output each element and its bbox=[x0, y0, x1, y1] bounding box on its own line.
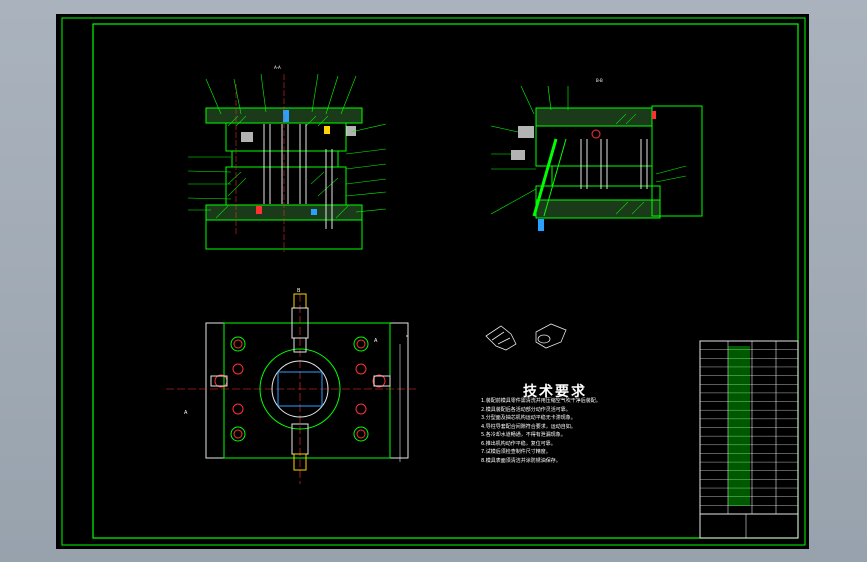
technical-requirements-title: 技术要求 bbox=[523, 384, 587, 400]
cad-viewport[interactable]: A-A bbox=[56, 14, 809, 549]
view-label-top-right: B-B bbox=[596, 78, 603, 83]
requirement-item: 6.推出机构动作平稳，复位可靠。 bbox=[481, 440, 556, 447]
requirement-item: 4.导柱导套配合间隙符合要求，运动自如。 bbox=[481, 423, 576, 430]
outer-frame bbox=[61, 17, 806, 546]
plan-view: B A A bbox=[166, 288, 416, 484]
inner-frame bbox=[92, 23, 799, 539]
mold-assembly-drawing: A-A bbox=[61, 17, 806, 546]
section-view-left: A-A bbox=[187, 65, 387, 252]
view-marker-a: A bbox=[374, 338, 378, 344]
requirement-item: 2.模具装配后各活动部分动作灵活可靠。 bbox=[481, 406, 571, 413]
view-marker-a2: A bbox=[184, 410, 188, 416]
requirement-item: 7.试模后须检查制件尺寸精度。 bbox=[481, 449, 551, 455]
view-label-top-left: A-A bbox=[274, 65, 281, 70]
requirement-item: 3.分型面及抽芯机构运动平稳无卡滞现象。 bbox=[481, 415, 576, 421]
product-sketches bbox=[485, 323, 567, 351]
requirement-item: 1.装配前模具零件需清洗并用压缩空气吹干净后装配。 bbox=[481, 398, 601, 404]
requirement-item: 8.模具表面须清洁并涂防锈油保存。 bbox=[481, 457, 561, 464]
title-block bbox=[699, 340, 799, 539]
requirement-item: 5.各冷却水道畅通，不得有泄漏现象。 bbox=[481, 432, 566, 438]
technical-requirements-list: 1.装配前模具零件需清洗并用压缩空气吹干净后装配。 2.模具装配后各活动部分动作… bbox=[481, 397, 741, 465]
view-marker-b: B bbox=[297, 288, 301, 294]
section-view-right: B-B bbox=[490, 78, 703, 231]
